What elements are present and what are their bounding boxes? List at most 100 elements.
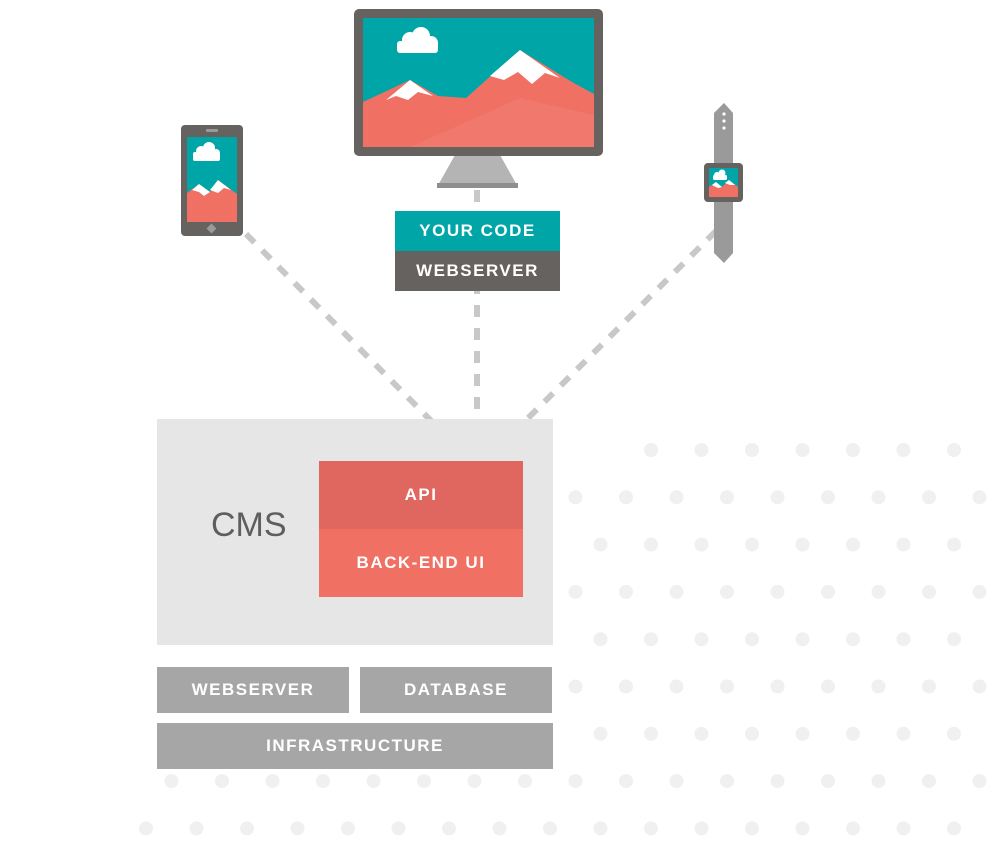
- background-dot: [745, 821, 759, 836]
- background-dot: [669, 774, 684, 789]
- background-dot: [492, 821, 507, 836]
- background-dot: [846, 632, 860, 647]
- background-dot: [821, 774, 835, 789]
- background-dot: [720, 679, 734, 694]
- cms-label: CMS: [211, 506, 287, 544]
- background-dot: [770, 774, 785, 789]
- background-dot: [846, 726, 860, 741]
- background-dot: [770, 679, 785, 694]
- background-dot: [619, 490, 633, 505]
- background-dot: [972, 584, 987, 599]
- background-dot: [518, 774, 532, 789]
- background-dot: [644, 821, 658, 836]
- background-dot: [896, 537, 911, 552]
- background-dot: [896, 632, 911, 647]
- background-dot: [770, 584, 785, 599]
- background-dot: [215, 774, 229, 789]
- background-dot: [947, 537, 961, 552]
- background-dot: [922, 679, 936, 694]
- background-dot-pattern: [139, 443, 987, 836]
- cloud-icon: [397, 27, 438, 53]
- background-dot: [846, 537, 860, 552]
- infrastructure-label: INFRASTRUCTURE: [266, 736, 444, 755]
- background-dot: [922, 584, 936, 599]
- background-dot: [720, 584, 734, 599]
- background-dot: [669, 679, 684, 694]
- background-dot: [821, 490, 835, 505]
- background-dot: [164, 774, 179, 789]
- background-dot: [871, 774, 886, 789]
- database-box: DATABASE: [360, 667, 552, 713]
- connector-watch-to-api: [487, 228, 719, 459]
- background-dot: [366, 774, 381, 789]
- background-dot: [745, 443, 759, 457]
- background-dot: [795, 537, 810, 552]
- background-dot: [821, 584, 835, 599]
- api-label: API: [404, 485, 438, 504]
- background-dot: [745, 726, 759, 741]
- background-dot: [644, 632, 658, 647]
- background-dot: [846, 821, 860, 836]
- background-dot: [947, 632, 961, 647]
- background-dot: [189, 821, 204, 836]
- background-dot: [694, 726, 709, 741]
- database-label: DATABASE: [404, 680, 508, 699]
- background-dot: [694, 537, 709, 552]
- your-code-box: YOUR CODE: [395, 211, 560, 251]
- background-dot: [593, 726, 608, 741]
- background-dot: [543, 821, 557, 836]
- backend-webserver-label: WEBSERVER: [191, 680, 315, 699]
- background-dot: [871, 679, 886, 694]
- background-dot: [947, 821, 961, 836]
- background-dot: [644, 726, 658, 741]
- background-dot: [795, 821, 810, 836]
- background-dot: [391, 821, 406, 836]
- background-dot: [972, 774, 987, 789]
- smartwatch-icon: [704, 103, 743, 263]
- background-dot: [720, 490, 734, 505]
- background-dot: [896, 821, 911, 836]
- background-dot: [896, 443, 911, 457]
- background-dot: [568, 774, 583, 789]
- background-dot: [644, 537, 658, 552]
- background-dot: [619, 774, 633, 789]
- background-dot: [846, 443, 860, 457]
- background-dot: [139, 821, 153, 836]
- background-dot: [316, 774, 330, 789]
- background-dot: [568, 679, 583, 694]
- background-dot: [341, 821, 355, 836]
- smartphone-icon: [181, 125, 243, 236]
- backend-ui-label: BACK-END UI: [356, 553, 486, 572]
- background-dot: [770, 490, 785, 505]
- backend-webserver-box: WEBSERVER: [157, 667, 349, 713]
- background-dot: [947, 726, 961, 741]
- background-dot: [821, 679, 835, 694]
- background-dot: [619, 679, 633, 694]
- background-dot: [694, 632, 709, 647]
- desktop-monitor-icon: [354, 9, 603, 188]
- frontend-webserver-box: WEBSERVER: [395, 251, 560, 291]
- background-dot: [922, 490, 936, 505]
- background-dot: [795, 726, 810, 741]
- background-dot: [568, 584, 583, 599]
- background-dot: [669, 490, 684, 505]
- background-dot: [922, 774, 936, 789]
- background-dot: [568, 490, 583, 505]
- infrastructure-box: INFRASTRUCTURE: [157, 723, 553, 769]
- backend-ui-box: BACK-END UI: [319, 529, 523, 597]
- background-dot: [720, 774, 734, 789]
- background-dot: [593, 537, 608, 552]
- background-dot: [619, 584, 633, 599]
- background-dot: [442, 821, 456, 836]
- background-dot: [669, 584, 684, 599]
- background-dot: [593, 821, 608, 836]
- background-dot: [265, 774, 280, 789]
- background-dot: [745, 632, 759, 647]
- background-dot: [947, 443, 961, 457]
- background-dot: [871, 584, 886, 599]
- your-code-label: YOUR CODE: [419, 221, 536, 240]
- background-dot: [896, 726, 911, 741]
- background-dot: [290, 821, 305, 836]
- background-dot: [972, 679, 987, 694]
